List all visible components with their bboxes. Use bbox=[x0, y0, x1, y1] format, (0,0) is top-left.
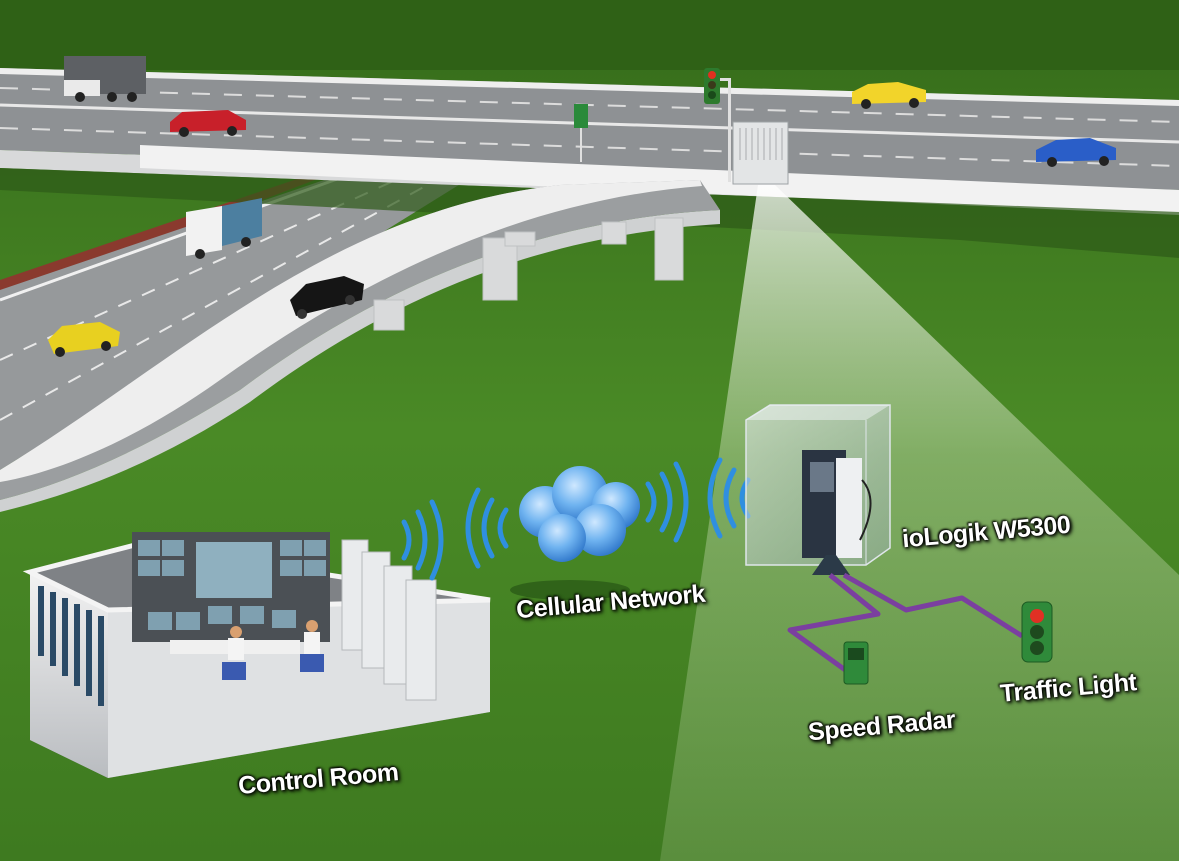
blue-pickup bbox=[1036, 138, 1116, 167]
iologik-enclosure bbox=[745, 404, 891, 575]
highway-signal-pole bbox=[704, 68, 731, 182]
operator-1 bbox=[222, 626, 246, 680]
far-grass bbox=[0, 0, 1179, 70]
field-wiring bbox=[787, 572, 1024, 675]
white-truck bbox=[186, 198, 262, 259]
signal-waves-left bbox=[401, 487, 509, 581]
truck-upper bbox=[64, 56, 146, 102]
overpass-ramp bbox=[0, 180, 720, 512]
signal-waves-right bbox=[645, 457, 751, 543]
red-car bbox=[170, 110, 246, 137]
overpass-pillars bbox=[373, 217, 684, 331]
black-car bbox=[290, 276, 364, 319]
operator-2 bbox=[300, 620, 324, 672]
roadside-cabinet bbox=[732, 121, 789, 185]
coverage-beam bbox=[660, 185, 1179, 861]
yellow-taxi bbox=[48, 322, 120, 357]
yellow-pickup bbox=[852, 82, 926, 109]
control-room-building bbox=[22, 532, 491, 778]
speed-radar-device bbox=[843, 641, 869, 685]
cellular-cloud bbox=[510, 466, 640, 600]
traffic-light-device bbox=[1021, 601, 1053, 663]
highway-sign-post bbox=[574, 104, 588, 162]
